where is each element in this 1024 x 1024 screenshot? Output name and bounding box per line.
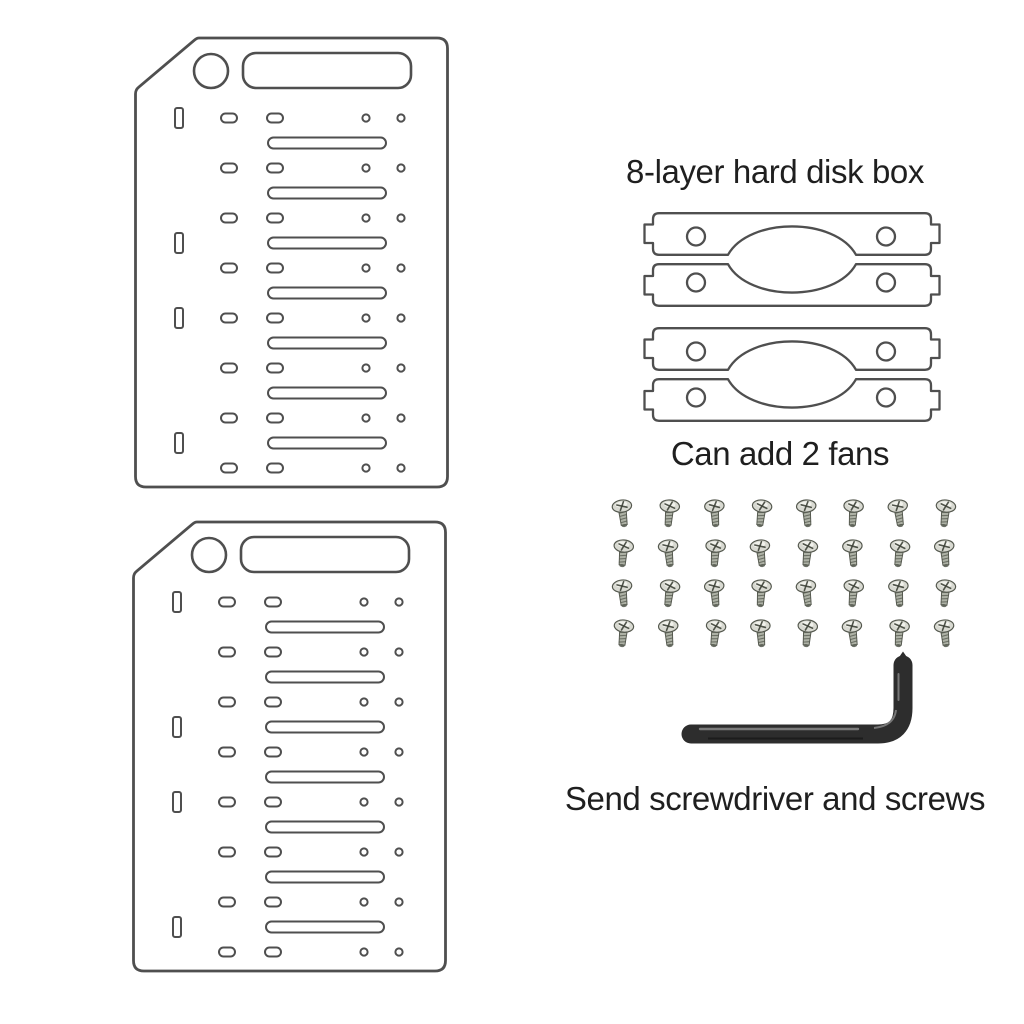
screw (749, 539, 771, 568)
screw (889, 619, 910, 648)
screw (704, 499, 725, 528)
screw (657, 539, 679, 568)
screw (659, 499, 681, 528)
caption-title: 8-layer hard disk box (626, 153, 924, 190)
screw (797, 619, 819, 648)
screw (887, 499, 908, 528)
screw (935, 499, 957, 528)
screw (703, 579, 725, 608)
fan-crossbar-pair-bottom (643, 327, 941, 422)
screw (888, 579, 909, 608)
screw (795, 499, 817, 528)
l-screwdriver (681, 651, 913, 744)
side-panel-bottom-left (132, 520, 447, 973)
screw (797, 539, 819, 568)
screw (705, 619, 727, 648)
screw (705, 539, 726, 568)
screw (889, 539, 911, 568)
screw (843, 499, 864, 528)
screw (659, 579, 681, 608)
screw (841, 619, 863, 648)
fan-crossbar-pair-top (643, 212, 941, 307)
screw (933, 619, 955, 648)
caption-fans: Can add 2 fans (670, 435, 890, 472)
screw (657, 619, 679, 648)
side-panel-top-left (134, 36, 449, 489)
screw (611, 499, 633, 528)
screw (842, 539, 863, 568)
screw (843, 579, 865, 608)
screw (751, 579, 772, 608)
screw (935, 579, 957, 608)
screw (611, 579, 633, 608)
screw (933, 539, 955, 568)
screw (795, 579, 817, 608)
screw (750, 619, 771, 648)
screw (613, 539, 635, 568)
screw (751, 499, 773, 528)
screw (613, 619, 635, 648)
caption-included: Send screwdriver and screws (564, 780, 986, 817)
